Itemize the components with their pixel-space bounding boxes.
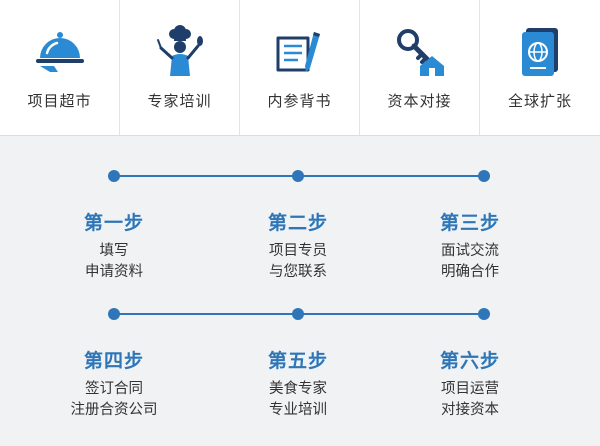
- timeline-node: [292, 170, 304, 182]
- timeline-node: [292, 308, 304, 320]
- step-card: 第二步 项目专员 与您联系: [208, 208, 388, 283]
- step-description-line: 签订合同: [85, 381, 143, 397]
- key-house-icon: [390, 22, 450, 82]
- step-title: 第三步: [439, 212, 500, 234]
- nav-label: 项目超市: [27, 92, 92, 110]
- nav-item-expert-training[interactable]: 专家培训: [120, 0, 240, 135]
- timeline-track: [0, 307, 600, 321]
- service-nav: 项目超市 专家培训: [0, 0, 600, 136]
- timeline-node: [478, 308, 490, 320]
- nav-label: 内参背书: [267, 92, 332, 110]
- step-description-line: 明确合作: [441, 264, 499, 280]
- timeline-node: [108, 170, 120, 182]
- step-title: 第五步: [267, 350, 328, 372]
- nav-label: 专家培训: [147, 92, 212, 110]
- step-description-line: 专业培训: [269, 402, 327, 418]
- step-description-line: 项目专员: [269, 243, 327, 259]
- timeline-node: [108, 308, 120, 320]
- step-title: 第一步: [83, 212, 144, 234]
- step-description-line: 面试交流: [441, 243, 499, 259]
- cloche-icon: [30, 22, 90, 82]
- step-description: 填写 申请资料: [24, 241, 204, 283]
- timeline-track: [0, 169, 600, 183]
- step-title: 第六步: [439, 350, 500, 372]
- step-card: 第一步 填写 申请资料: [24, 208, 204, 283]
- step-description: 签订合同 注册合资公司: [24, 379, 204, 421]
- step-description: 美食专家 专业培训: [208, 379, 388, 421]
- step-description-line: 项目运营: [441, 381, 499, 397]
- step-description-line: 对接资本: [441, 402, 499, 418]
- step-description: 面试交流 明确合作: [380, 241, 560, 283]
- nav-label: 全球扩张: [507, 92, 572, 110]
- step-card: 第五步 美食专家 专业培训: [208, 346, 388, 421]
- step-description: 项目运营 对接资本: [380, 379, 560, 421]
- step-description-line: 申请资料: [85, 264, 143, 280]
- passport-icon: [510, 22, 570, 82]
- nav-label: 资本对接: [387, 92, 452, 110]
- chef-icon: [150, 22, 210, 82]
- step-description-line: 美食专家: [269, 381, 327, 397]
- nav-item-project-market[interactable]: 项目超市: [0, 0, 120, 135]
- step-title: 第四步: [83, 350, 144, 372]
- document-pen-icon: [270, 22, 330, 82]
- nav-item-global-expansion[interactable]: 全球扩张: [480, 0, 600, 135]
- step-description-line: 填写: [99, 243, 129, 259]
- step-description-line: 注册合资公司: [70, 402, 158, 418]
- step-description-line: 与您联系: [269, 264, 327, 280]
- step-card: 第四步 签订合同 注册合资公司: [24, 346, 204, 421]
- step-title: 第二步: [267, 212, 328, 234]
- nav-item-capital-matching[interactable]: 资本对接: [360, 0, 480, 135]
- timeline-node: [478, 170, 490, 182]
- step-card: 第六步 项目运营 对接资本: [380, 346, 560, 421]
- step-card: 第三步 面试交流 明确合作: [380, 208, 560, 283]
- nav-item-internal-endorsement[interactable]: 内参背书: [240, 0, 360, 135]
- step-description: 项目专员 与您联系: [208, 241, 388, 283]
